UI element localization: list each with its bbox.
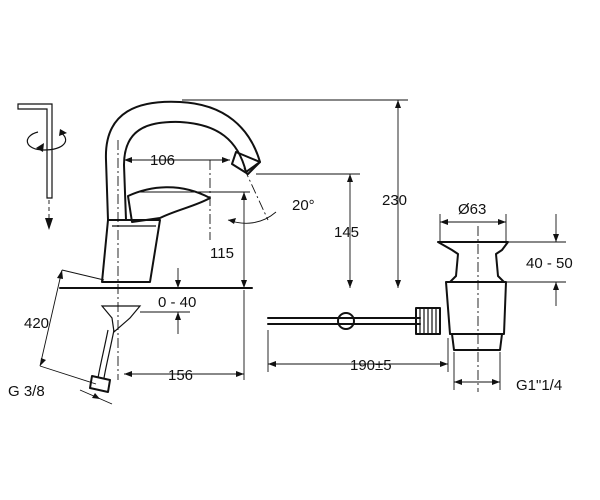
projection-label: 156 (168, 367, 193, 384)
handle-height-label: 115 (210, 245, 234, 262)
waste-diameter-label: Ø63 (458, 201, 486, 218)
waste-dimension-lines (267, 214, 566, 390)
total-height-label: 230 (382, 192, 407, 209)
tap-dimension-lines (39, 99, 408, 405)
pop-up-rod-label: 190±5 (350, 357, 392, 374)
hose-length-label: 420 (24, 315, 49, 332)
mixer-tap (59, 100, 269, 393)
flexible-hose (97, 329, 115, 379)
spout-angle-label: 20° (292, 197, 315, 214)
waste-thread-label: G1"1/4 (516, 377, 562, 394)
spout-reach-label: 106 (150, 152, 175, 169)
lever-handle (127, 186, 211, 223)
spout-height-label: 145 (334, 224, 359, 241)
tap-body (101, 219, 161, 283)
hex-key-icon (17, 103, 67, 230)
waste-height-label: 40 - 50 (526, 255, 573, 272)
hose-thread-label: G 3/8 (8, 383, 45, 400)
deck-thickness-label: 0 - 40 (158, 294, 196, 311)
